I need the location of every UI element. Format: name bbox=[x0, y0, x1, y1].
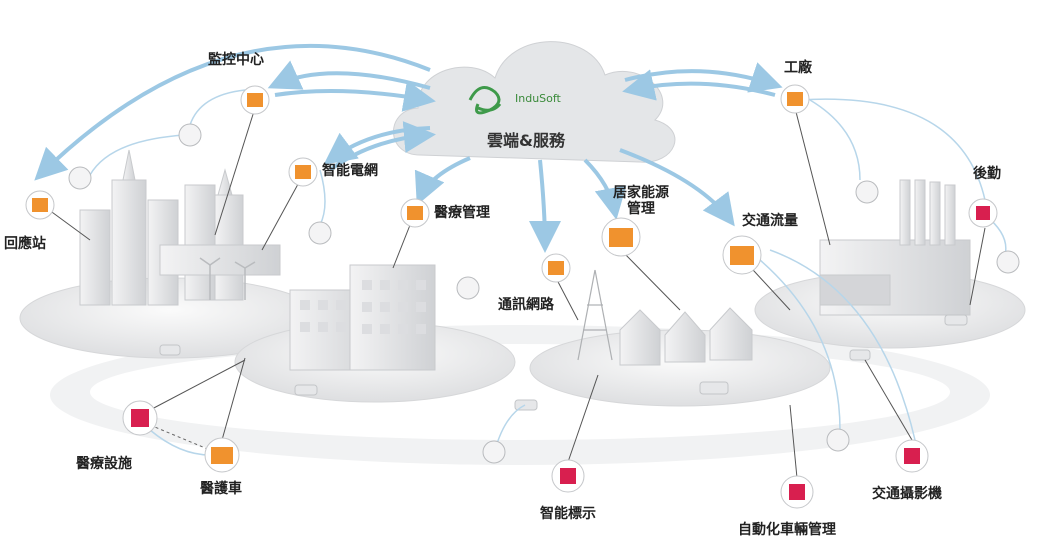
label-comm-network: 通訊網路 bbox=[498, 297, 554, 313]
wind-turbines bbox=[199, 257, 256, 300]
label-traffic-flow: 交通流量 bbox=[742, 213, 798, 229]
label-ambulance: 醫護車 bbox=[200, 481, 242, 497]
label-logistics: 後勤 bbox=[973, 166, 1001, 182]
sensor-nodes bbox=[68, 123, 1020, 464]
dashed-link bbox=[149, 424, 211, 451]
houses bbox=[619, 307, 753, 366]
label-traffic-camera: 交通攝影機 bbox=[872, 486, 942, 502]
label-factory: 工廠 bbox=[784, 60, 812, 76]
connector-lines bbox=[44, 107, 986, 479]
label-medical-management: 醫療管理 bbox=[434, 205, 490, 221]
cloud-title: 雲端&服務 bbox=[487, 131, 565, 150]
orange-nodes bbox=[25, 84, 810, 473]
label-home-energy-line1: 居家能源 bbox=[613, 185, 669, 201]
label-auto-vehicle-mgmt: 自動化車輛管理 bbox=[738, 522, 836, 538]
label-response-station: 回應站 bbox=[4, 236, 46, 252]
label-monitor-center: 監控中心 bbox=[208, 52, 264, 68]
label-home-energy: 居家能源 管理 bbox=[613, 185, 669, 217]
label-home-energy-line2: 管理 bbox=[627, 201, 655, 217]
cloud-brand: InduSoft bbox=[515, 92, 561, 105]
node-loops bbox=[89, 89, 1007, 456]
factory-building bbox=[819, 179, 971, 316]
label-smart-sign: 智能標示 bbox=[540, 506, 596, 522]
label-smart-grid: 智能電網 bbox=[322, 163, 378, 179]
red-nodes bbox=[122, 198, 998, 509]
comm-tower bbox=[577, 269, 613, 361]
city-buildings bbox=[79, 149, 281, 306]
hospital-building bbox=[289, 264, 436, 371]
cloud-links-back bbox=[274, 69, 776, 172]
label-medical-facility: 醫療設施 bbox=[76, 456, 132, 472]
indusoft-logo-icon bbox=[468, 86, 502, 115]
